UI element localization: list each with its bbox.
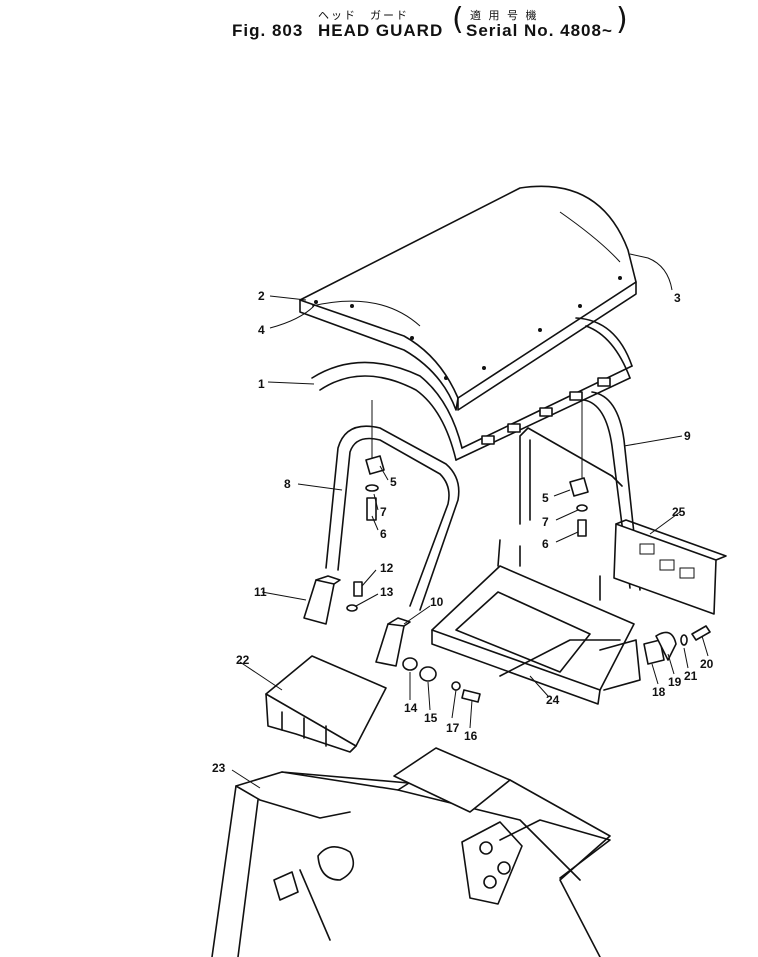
callout-7b: 7: [542, 515, 549, 529]
callout-10: 10: [430, 595, 444, 609]
right-bolt-assembly: [569, 400, 589, 537]
canopy-roof: [299, 185, 637, 411]
callout-6: 6: [380, 527, 387, 541]
callout-13: 13: [380, 585, 394, 599]
japanese-applicable-label: 適 用 号 機: [470, 9, 539, 22]
callout-12: 12: [380, 561, 394, 575]
callout-9: 9: [684, 429, 691, 443]
callout-18: 18: [652, 685, 666, 699]
serial-range: Serial No. 4808~: [466, 21, 613, 40]
figure-header: ヘッド ガード 適 用 号 機 Fig. 803 HEAD GUARD ( Se…: [0, 0, 758, 60]
right-support-tube: [519, 391, 641, 591]
left-bolt-assembly: [365, 400, 385, 521]
close-paren: ): [616, 2, 628, 37]
callout-6b: 6: [542, 537, 549, 551]
canopy-inner-frame: [311, 317, 633, 461]
callout-labels: 2 4 3 1 5 7 6 8 9 5 7 6 25 10 11 12 13 2…: [212, 289, 714, 775]
callout-24: 24: [546, 693, 560, 707]
base-frame-24: [431, 539, 641, 705]
japanese-title: ヘッド ガード: [318, 9, 409, 22]
callout-11: 11: [254, 585, 267, 599]
callout-23: 23: [212, 761, 226, 775]
callout-20: 20: [700, 657, 714, 671]
callout-8: 8: [284, 477, 291, 491]
machine-body-23: [211, 747, 611, 957]
clamp-parts-18-21: [643, 625, 711, 665]
panel-25: [613, 519, 727, 615]
callout-25: 25: [672, 505, 686, 519]
callout-22: 22: [236, 653, 250, 667]
lower-mount-22: [265, 655, 387, 753]
callout-2: 2: [258, 289, 265, 303]
open-paren: (: [452, 2, 464, 37]
bracket-10: [375, 617, 411, 667]
callout-14: 14: [404, 701, 418, 715]
left-support-tube: [325, 425, 460, 611]
callout-19: 19: [668, 675, 682, 689]
callout-5: 5: [390, 475, 397, 489]
callout-5b: 5: [542, 491, 549, 505]
callout-16: 16: [464, 729, 478, 743]
callout-21: 21: [684, 669, 698, 683]
bolt-12-washer-13: [346, 581, 363, 612]
spacer-parts-14-17: [402, 657, 481, 703]
callout-17: 17: [446, 721, 460, 735]
figure-number: Fig. 803: [232, 21, 304, 40]
callout-4: 4: [258, 323, 265, 337]
callout-3: 3: [674, 291, 681, 305]
callout-1: 1: [258, 377, 265, 391]
callout-7: 7: [380, 505, 387, 519]
callout-15: 15: [424, 711, 438, 725]
figure-title: HEAD GUARD: [318, 21, 444, 40]
leader-lines: [231, 253, 709, 789]
bracket-11: [303, 575, 341, 625]
